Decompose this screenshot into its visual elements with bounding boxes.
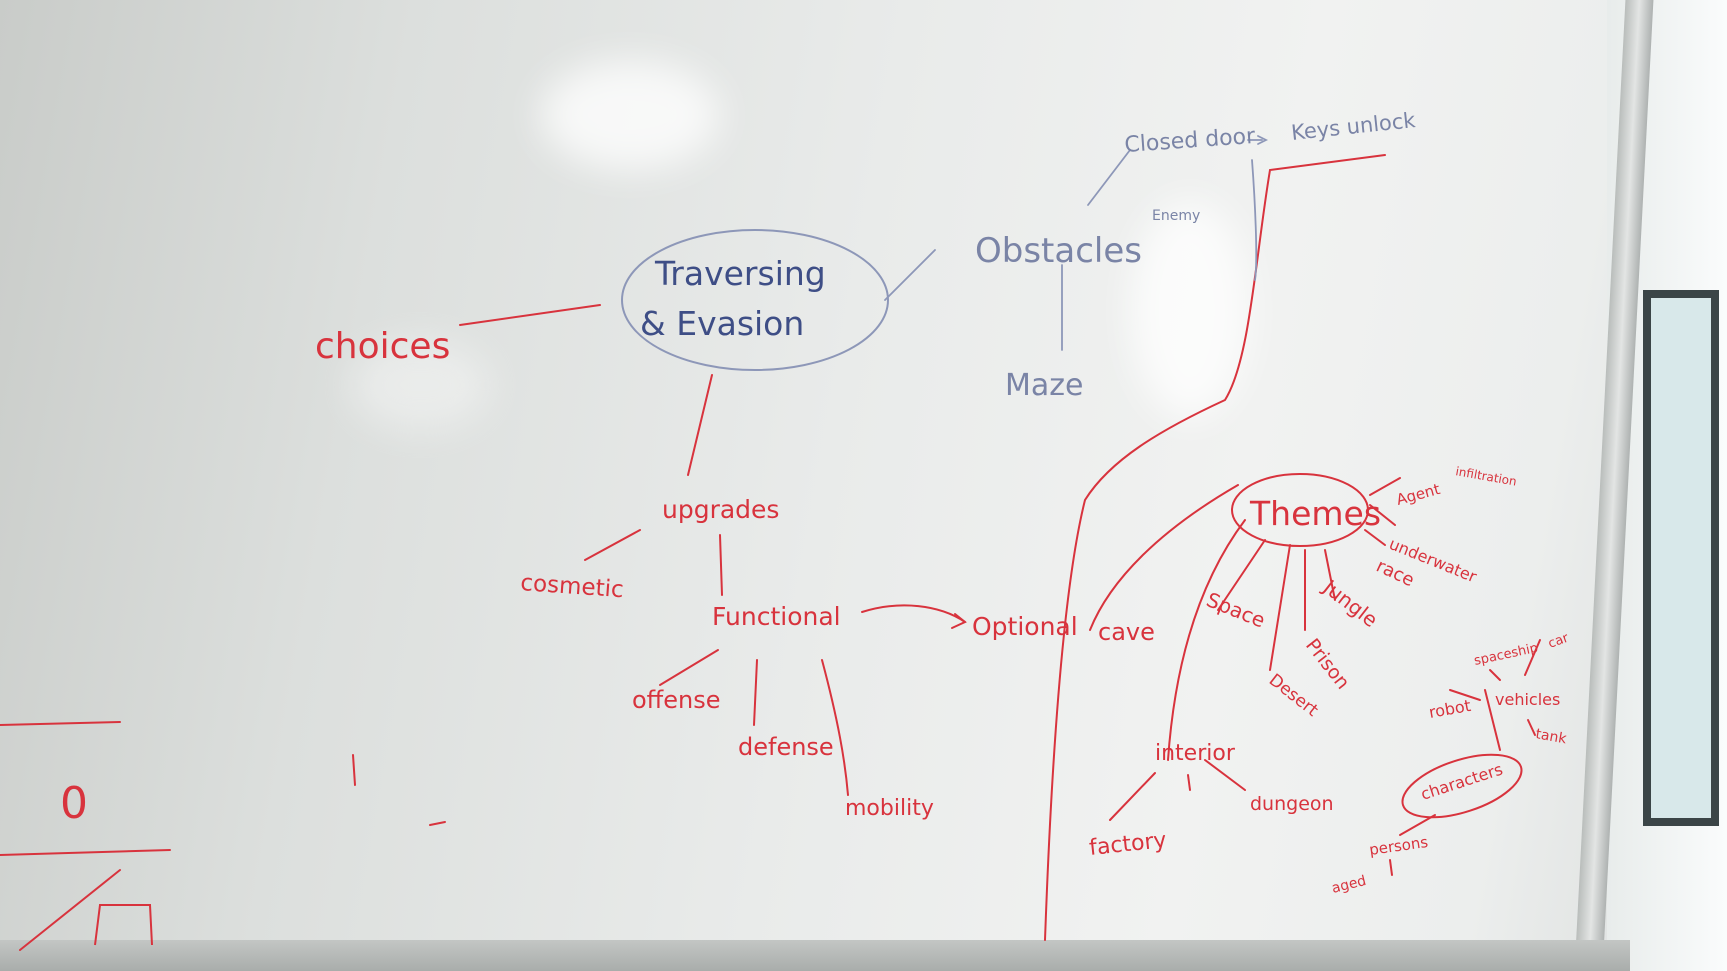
agent-label: Agent: [1394, 480, 1442, 509]
closed-door-label: Closed door: [1124, 124, 1257, 158]
space-label: Space: [1203, 587, 1269, 632]
line-functional: [719, 534, 723, 596]
line-race: [1364, 529, 1386, 546]
light-glare: [1130, 200, 1250, 420]
blue-connectors: [884, 135, 1269, 351]
line-car: [1524, 639, 1541, 676]
characters-label: characters: [1418, 759, 1505, 803]
line-mobility: [821, 659, 849, 796]
line-closed-door: [1087, 149, 1131, 206]
window-frame: [1643, 290, 1719, 826]
line-left-mid: [0, 849, 171, 856]
maze-label: Maze: [1005, 368, 1083, 403]
themes-ellipse: [1231, 473, 1369, 547]
tank-label: tank: [1534, 726, 1568, 747]
themes-label: Themes: [1249, 494, 1381, 533]
line-factory: [1109, 772, 1156, 821]
stroke-dash: [429, 821, 446, 826]
defense-label: defense: [738, 733, 834, 761]
line-dungeon: [1204, 759, 1246, 791]
light-glare: [540, 60, 720, 170]
line-obstacles: [884, 249, 936, 301]
arrow-optional-head: [951, 613, 967, 629]
offense-label: offense: [632, 686, 720, 714]
line-characters-vehicles: [1484, 689, 1501, 751]
line-robot: [1449, 689, 1481, 701]
mobility-label: mobility: [845, 796, 934, 821]
optional-label: Optional: [972, 612, 1078, 641]
line-interior-tick: [1187, 774, 1191, 791]
line-defense: [753, 659, 758, 726]
line-interior: [1167, 519, 1246, 761]
line-offense: [659, 649, 719, 686]
line-themes-branch: [1044, 154, 1386, 941]
line-persons: [1399, 814, 1436, 836]
light-glare: [350, 340, 490, 430]
infiltration-label: infiltration: [1454, 464, 1517, 489]
keys-unlock-label: Keys unlock: [1290, 108, 1417, 145]
line-left-scribble: [19, 869, 121, 951]
prison-label: Prison: [1301, 635, 1354, 694]
line-space: [1217, 539, 1266, 611]
left-zero: 0: [60, 778, 88, 829]
line-choices: [459, 304, 601, 326]
line-jungle: [1324, 549, 1336, 601]
characters-ellipse: [1401, 753, 1523, 819]
marker-tray: [0, 940, 1630, 971]
functional-label: Functional: [712, 602, 841, 631]
enemy-label: Enemy: [1152, 208, 1200, 224]
arrow-enemy-door: [1251, 159, 1258, 281]
desert-label: Desert: [1265, 670, 1322, 721]
car-label: car: [1546, 630, 1571, 651]
line-cosmetic: [584, 529, 641, 561]
topic-ellipse: [621, 229, 889, 371]
choices-label: choices: [315, 326, 450, 367]
line-aged: [1389, 859, 1393, 876]
cave-label: cave: [1098, 618, 1155, 646]
stroke-box: [94, 904, 153, 946]
topic-line-2: & Evasion: [640, 304, 804, 343]
topic-line-1: Traversing: [654, 254, 826, 293]
persons-label: persons: [1368, 833, 1429, 859]
cosmetic-label: cosmetic: [520, 570, 625, 603]
line-desert: [1269, 544, 1291, 671]
obstacles-label: Obstacles: [975, 231, 1142, 271]
arrow-keys-head: [1257, 135, 1269, 145]
robot-label: robot: [1427, 696, 1472, 722]
line-upgrades: [687, 374, 713, 476]
line-left-top: [0, 721, 121, 726]
vehicles-label: vehicles: [1495, 690, 1560, 709]
stroke-tick: [352, 754, 356, 786]
upgrades-label: upgrades: [662, 495, 779, 524]
line-spaceship: [1489, 669, 1501, 681]
line-tank: [1527, 719, 1536, 736]
factory-label: factory: [1088, 828, 1168, 861]
interior-label: interior: [1155, 741, 1236, 766]
line-cave: [1089, 484, 1239, 631]
line-agent: [1369, 477, 1401, 496]
aged-label: aged: [1330, 873, 1368, 897]
arrow-optional: [861, 604, 966, 623]
line-underwater: [1369, 504, 1396, 526]
red-connectors: [0, 154, 1541, 951]
dungeon-label: dungeon: [1250, 793, 1334, 815]
jungle-label: Jungle: [1317, 574, 1382, 632]
